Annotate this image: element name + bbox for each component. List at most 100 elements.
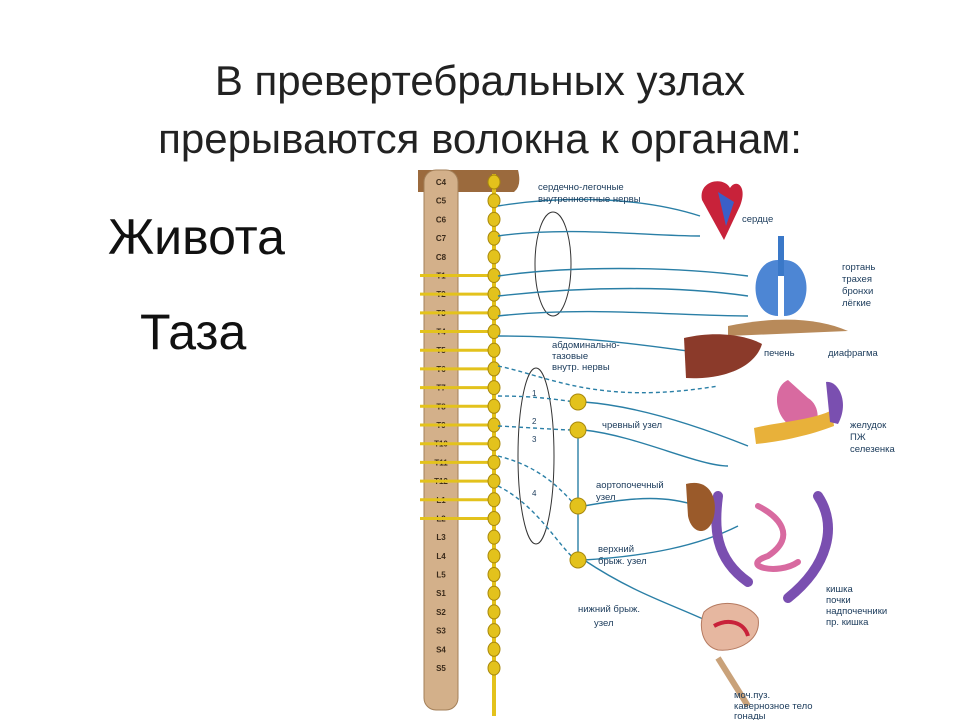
chain-ganglion [487, 417, 501, 433]
label-number-2: 2 [532, 417, 537, 426]
bullet-pelvis: Таза [140, 304, 247, 360]
nerve [497, 230, 701, 237]
aorticorenal-ganglion [569, 497, 587, 515]
celiac-ganglion-2 [569, 421, 587, 439]
nerve [583, 401, 749, 447]
abdominal-nerve-group [517, 367, 555, 545]
chain-ganglion [487, 361, 501, 377]
superior-mesenteric-ganglion [569, 551, 587, 569]
nerve [497, 425, 577, 431]
label-inferior-mesenteric-1: нижний брыж. [578, 604, 640, 615]
vertebra-label: L5 [436, 571, 446, 580]
autonomic-nervous-system-diagram: C4C5C6C7C8T1T2T3T4T5T6T7T8T9T10T11T12L1L… [418, 169, 895, 720]
vertebra-label: C7 [436, 234, 447, 243]
label-abdominal-1: абдоминально- [552, 340, 620, 351]
label-cardiopulmonary-1: сердечно-легочные [538, 182, 624, 193]
label-number-1: 1 [532, 389, 537, 398]
chain-ganglion [487, 380, 501, 396]
chain-ganglion [487, 342, 501, 358]
chain-ganglion [487, 249, 501, 265]
chain-ganglion [487, 286, 501, 302]
stomach-icon [754, 380, 843, 444]
chain-ganglion [487, 211, 501, 227]
label-bronchi: бронхи [842, 286, 873, 297]
title-line-1: В превертебральных узлах [214, 57, 746, 104]
prevertebral-ganglia [569, 393, 587, 569]
label-aorticorenal-2: узел [596, 492, 616, 503]
chain-ganglion [487, 230, 501, 246]
vertebra-label: C4 [436, 178, 447, 187]
nerve [497, 335, 689, 352]
label-abdominal-3: внутр. нервы [552, 362, 610, 373]
nerve [583, 559, 719, 627]
chain-ganglion [487, 436, 501, 452]
diagram-labels: сердечно-легочные внутренностные нервы с… [532, 182, 895, 720]
nerve [583, 525, 739, 561]
label-trachea: трахея [842, 274, 872, 285]
nerve [497, 287, 749, 297]
label-pancreas: ПЖ [850, 432, 866, 443]
chain-ganglion [487, 473, 501, 489]
label-spleen: селезенка [850, 444, 895, 455]
chain-ganglion [487, 454, 501, 470]
chain-ganglion [487, 585, 501, 601]
vertebra-label: C6 [436, 215, 447, 224]
slide-title: В превертебральных узлах прерываются вол… [40, 52, 920, 168]
sympathetic-chain [487, 174, 501, 716]
nerve [497, 310, 749, 317]
label-cardiopulmonary-2: внутренностные нервы [538, 194, 641, 205]
label-bladder: моч.пуз. [734, 690, 770, 701]
label-intestine: кишка [826, 584, 853, 595]
spinal-column: C4C5C6C7C8T1T2T3T4T5T6T7T8T9T10T11T12L1L… [418, 169, 520, 711]
chain-ganglia [487, 174, 501, 676]
chain-ganglion [487, 324, 501, 340]
celiac-ganglion-1 [569, 393, 587, 411]
vertebra-label: C5 [436, 197, 447, 206]
intestine-icon [686, 482, 833, 603]
label-lungs: лёгкие [842, 298, 871, 309]
label-rectum: пр. кишка [826, 617, 869, 628]
label-heart: сердце [742, 214, 773, 225]
vertebra-label: S5 [436, 664, 446, 673]
vertebra-label: S2 [436, 608, 446, 617]
vertebra-label: L4 [436, 552, 446, 561]
nerve [497, 267, 749, 277]
nerve [497, 485, 577, 561]
chain-ganglion [487, 492, 501, 508]
chain-ganglion [487, 174, 501, 190]
vertebra-label: C8 [436, 253, 447, 262]
label-larynx: гортань [842, 262, 875, 273]
chain-ganglion [487, 604, 501, 620]
label-number-3: 3 [532, 435, 537, 444]
liver-icon [684, 334, 762, 379]
nerve [497, 365, 719, 394]
label-abdominal-2: тазовые [552, 351, 588, 362]
label-gonads: гонады [734, 711, 766, 720]
chain-ganglion [487, 398, 501, 414]
vertebra-label: S3 [436, 627, 446, 636]
label-superior-mesenteric-2: брыж. узел [598, 556, 647, 567]
chain-ganglion [487, 305, 501, 321]
chain-ganglion [487, 567, 501, 583]
lungs-icon [755, 236, 807, 316]
nerve [583, 429, 729, 467]
chain-ganglion [487, 623, 501, 639]
label-diaphragm: диафрагма [828, 348, 879, 359]
chain-ganglion [487, 548, 501, 564]
vertebra-label: L3 [436, 533, 446, 542]
nerve [497, 198, 701, 217]
chain-ganglion [487, 529, 501, 545]
label-stomach: желудок [850, 420, 887, 431]
label-celiac-ganglion: чревный узел [602, 420, 662, 431]
label-liver: печень [764, 348, 795, 359]
pelvic-organs-icon [700, 602, 759, 708]
vertebra-label: S4 [436, 645, 446, 654]
chain-ganglion [487, 641, 501, 657]
cardiopulmonary-nerve-group [534, 211, 572, 317]
chain-ganglion [487, 660, 501, 676]
spinal-cord [423, 169, 459, 711]
label-number-4: 4 [532, 489, 537, 498]
label-adrenals: надпочечники [826, 606, 887, 617]
heart-icon [701, 181, 743, 240]
chain-ganglion [487, 510, 501, 526]
